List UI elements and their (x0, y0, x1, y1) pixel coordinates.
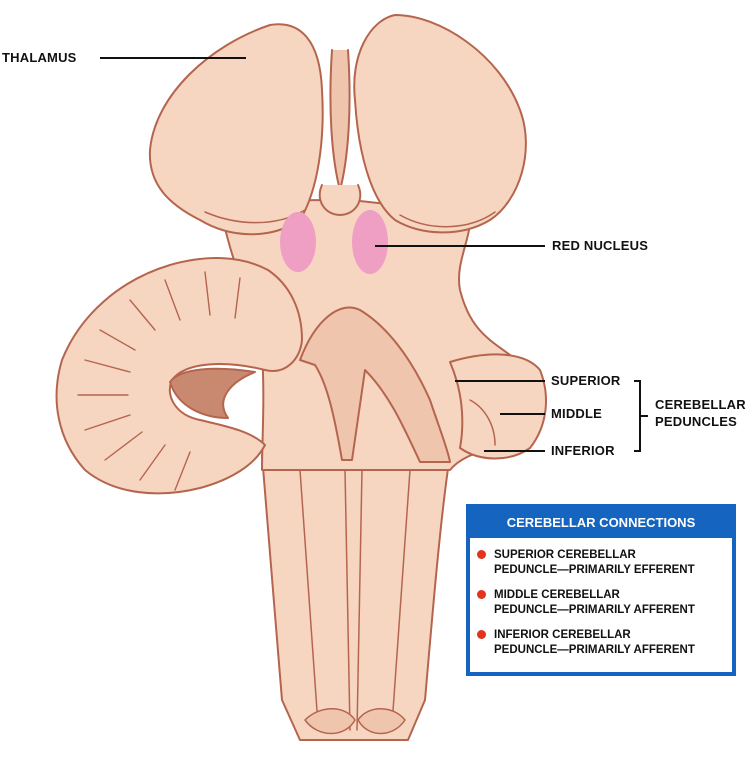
right-thalamus (353, 14, 527, 234)
legend-item-line1: MIDDLE CEREBELLAR (494, 589, 620, 601)
peduncles-label: PEDUNCLES (655, 414, 737, 429)
legend-item: MIDDLE CEREBELLAR PEDUNCLE—PRIMARILY AFF… (477, 588, 732, 618)
bullet-icon (477, 630, 486, 639)
legend-item: SUPERIOR CEREBELLAR PEDUNCLE—PRIMARILY E… (477, 548, 732, 578)
superior-label: SUPERIOR (551, 373, 621, 388)
legend-item: INFERIOR CEREBELLAR PEDUNCLE—PRIMARILY A… (477, 628, 732, 658)
cerebellar-label: CEREBELLAR (655, 397, 746, 412)
red-nucleus-right (352, 210, 388, 274)
legend-item-line2: PEDUNCLE—PRIMARILY AFFERENT (494, 644, 695, 656)
cerebellar-connections-legend: CEREBELLAR CONNECTIONS SUPERIOR CEREBELL… (466, 504, 736, 676)
left-thalamus (148, 23, 324, 236)
legend-item-line1: INFERIOR CEREBELLAR (494, 629, 631, 641)
legend-item-line2: PEDUNCLE—PRIMARILY EFFERENT (494, 564, 695, 576)
bullet-icon (477, 590, 486, 599)
legend-item-line2: PEDUNCLE—PRIMARILY AFFERENT (494, 604, 695, 616)
medulla (261, 454, 451, 741)
red-nucleus-label: RED NUCLEUS (552, 238, 649, 253)
middle-label: MIDDLE (551, 406, 603, 421)
cerebellum-section (55, 257, 303, 495)
bullet-icon (477, 550, 486, 559)
peduncles-bracket (634, 380, 648, 452)
inferior-label: INFERIOR (551, 443, 615, 458)
red-nucleus-left (280, 212, 316, 272)
legend-title: CEREBELLAR CONNECTIONS (470, 508, 732, 538)
thalamus-label: THALAMUS (2, 50, 77, 65)
legend-item-line1: SUPERIOR CEREBELLAR (494, 549, 636, 561)
